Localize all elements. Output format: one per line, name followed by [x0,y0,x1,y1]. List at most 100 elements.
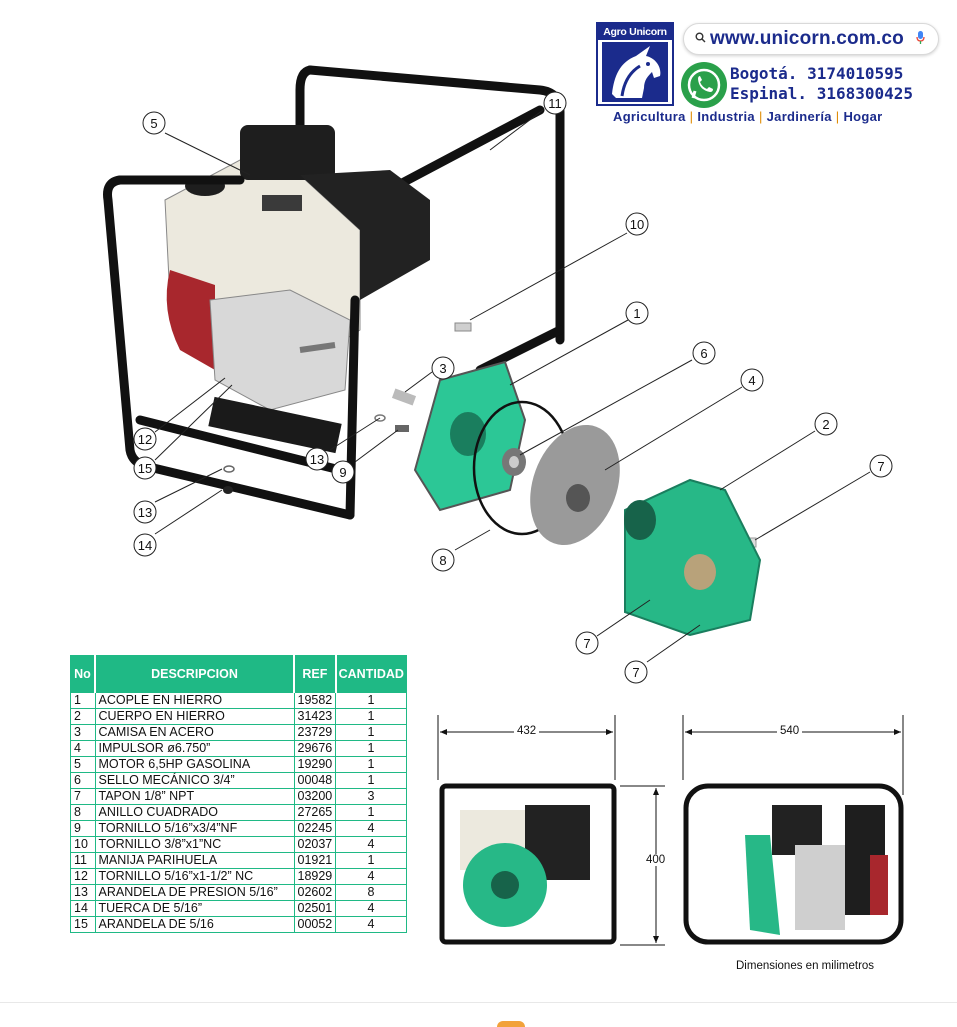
callout-1: 1 [625,301,649,325]
cell-no: 15 [70,916,96,933]
website-url[interactable]: www.unicorn.com.co [710,28,904,49]
exploded-pump-diagram: 5 11 10 1 3 6 4 2 7 12 15 13 9 13 14 8 7… [103,65,893,684]
callout-13b: 13 [133,500,157,524]
callout-label: 11 [548,96,562,111]
front-view [437,715,665,946]
callout-label: 12 [138,432,152,447]
cell-no: 7 [70,788,96,805]
adapter-plate [413,360,527,512]
cell-no: 12 [70,868,96,885]
callout-label: 14 [138,538,152,553]
header-ref: REF [293,655,337,693]
cell-qty: 1 [335,852,407,869]
cell-description: MANIJA PARIHUELA [94,852,295,869]
cell-description: TORNILLO 3/8”x1”NC [94,836,295,853]
callout-label: 7 [632,665,639,680]
cell-description: CUERPO EN HIERRO [94,708,295,725]
cell-no: 14 [70,900,96,917]
cell-no: 10 [70,836,96,853]
callout-label: 15 [138,461,152,476]
callout-11: 11 [543,91,567,115]
whatsapp-icon[interactable] [681,62,727,108]
cell-qty: 8 [335,884,407,901]
callout-label: 5 [150,116,157,131]
cell-qty: 4 [335,868,407,885]
header-no: No [70,655,96,693]
dimension-height: 400 [643,854,669,866]
cell-qty: 4 [335,900,407,917]
cell-qty: 1 [335,756,407,773]
cell-description: TORNILLO 5/16”x1-1/2” NC [94,868,295,885]
engine-motor [164,125,430,411]
callout-8: 8 [431,548,455,572]
tagline-item: Jardinería [766,109,832,124]
cell-ref: 29676 [293,740,337,757]
callout-10: 10 [625,212,649,236]
page-divider [0,1002,957,1003]
microphone-icon[interactable] [916,31,925,45]
cell-description: TORNILLO 5/16”x3/4”NF [94,820,295,837]
cell-no: 6 [70,772,96,789]
callout-3: 3 [431,356,455,380]
callout-12: 12 [133,427,157,451]
pump-body [624,478,762,637]
cell-no: 5 [70,756,96,773]
cell-qty: 4 [335,836,407,853]
cell-description: CAMISA EN ACERO [94,724,295,741]
dimension-drawings [437,715,904,946]
cell-ref: 02245 [293,820,337,837]
tagline-item: Agricultura [613,109,686,124]
cell-qty: 1 [335,692,407,709]
cell-ref: 02602 [293,884,337,901]
cell-description: TUERCA DE 5/16” [94,900,295,917]
cell-no: 13 [70,884,96,901]
website-pill[interactable]: www.unicorn.com.co [683,23,939,55]
page-corner-marker [497,1021,525,1027]
callout-15: 15 [133,456,157,480]
callout-label: 3 [439,361,446,376]
cell-description: ARANDELA DE PRESION 5/16” [94,884,295,901]
brand-logo: Agro Unicorn [596,22,674,106]
cell-no: 2 [70,708,96,725]
cell-qty: 1 [335,708,407,725]
callout-13a: 13 [305,447,329,471]
callout-7b: 7 [575,631,599,655]
cell-no: 4 [70,740,96,757]
cell-ref: 31423 [293,708,337,725]
tagline-item: Industria [697,109,755,124]
callout-label: 10 [630,217,644,232]
side-view [682,715,904,945]
callout-label: 1 [633,306,640,321]
callout-7c: 7 [624,660,648,684]
cell-ref: 19290 [293,756,337,773]
phone-bogota: Bogotá. 3174010595 [730,64,904,83]
cell-no: 3 [70,724,96,741]
tagline: Agricultura|Industria|Jardinería|Hogar [613,109,883,124]
dimension-side-width: 540 [777,725,803,737]
dimension-front-width: 432 [514,725,540,737]
callout-label: 8 [439,553,446,568]
cell-description: MOTOR 6,5HP GASOLINA [94,756,295,773]
cell-no: 9 [70,820,96,837]
cell-description: IMPULSOR ø6.750” [94,740,295,757]
cell-ref: 18929 [293,868,337,885]
callout-2: 2 [814,412,838,436]
callout-label: 7 [583,636,590,651]
callout-label: 13 [138,505,152,520]
callout-14: 14 [133,533,157,557]
callout-6: 6 [692,341,716,365]
tagline-item: Hogar [843,109,883,124]
callout-label: 9 [339,465,346,480]
callout-label: 2 [822,417,829,432]
cell-ref: 19582 [293,692,337,709]
cell-qty: 1 [335,740,407,757]
callout-label: 6 [700,346,707,361]
